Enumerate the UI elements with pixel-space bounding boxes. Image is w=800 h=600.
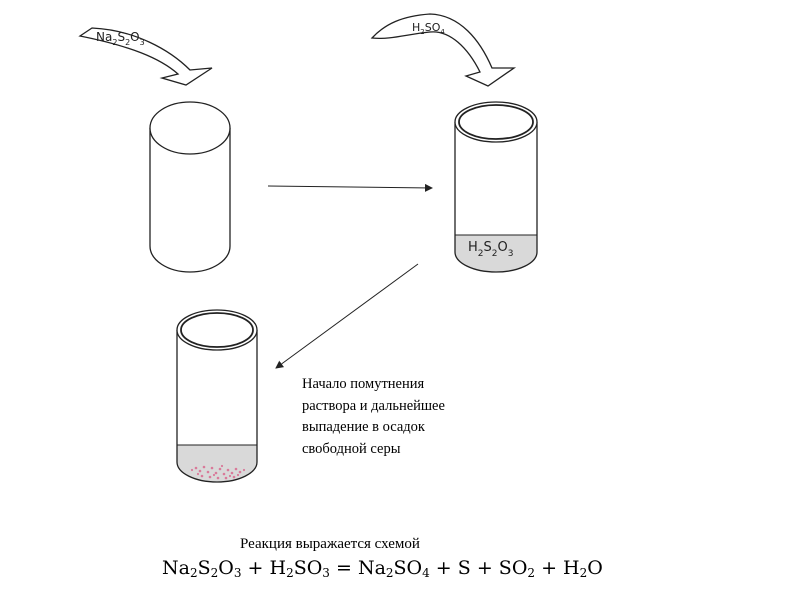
cylinder-solution: [454, 101, 538, 273]
observation-caption: Начало помутнения раствора и дальнейшее …: [302, 374, 502, 460]
caption-line: выпадение в осадок: [302, 419, 425, 435]
reagent-label-1: Na2S2O3: [96, 30, 145, 47]
scheme-label: Реакция выражается схемой: [240, 536, 420, 552]
eq-operator: =: [329, 557, 358, 579]
reaction-equation: Na2S2O3 + H2SO3 = Na2SO4 + S + SO2 + H2O: [162, 557, 603, 579]
eq-formula-so2: SO2: [498, 557, 536, 580]
eq-formula-h2so3: H2SO3: [269, 557, 330, 580]
eq-formula-h2o: H2O: [563, 557, 603, 580]
arrow-horizontal: [267, 183, 433, 192]
curved-arrow-1: [78, 27, 213, 86]
flask-label: H2S2O3: [468, 240, 513, 259]
caption-line: свободной серы: [302, 440, 401, 457]
eq-formula-na2s2o3: Na2S2O3: [162, 557, 242, 580]
eq-operator: +: [429, 557, 458, 579]
arrow-diagonal: [275, 263, 419, 369]
reagent-label-2: H2SO4: [412, 21, 445, 36]
caption-line: раствора и дальнейшее: [302, 397, 445, 414]
eq-operator: +: [535, 557, 564, 579]
eq-operator: +: [241, 557, 270, 579]
cylinder-empty: [149, 101, 231, 273]
sulfur-precipitate: [190, 464, 246, 480]
caption-line: Начало помутнения: [302, 376, 425, 392]
eq-operator: +: [470, 557, 499, 579]
cylinder-precipitate: [176, 309, 258, 483]
eq-formula-na2so4: Na2SO4: [357, 557, 430, 580]
curved-arrow-2: [370, 13, 517, 87]
eq-formula-s: S: [457, 557, 471, 579]
